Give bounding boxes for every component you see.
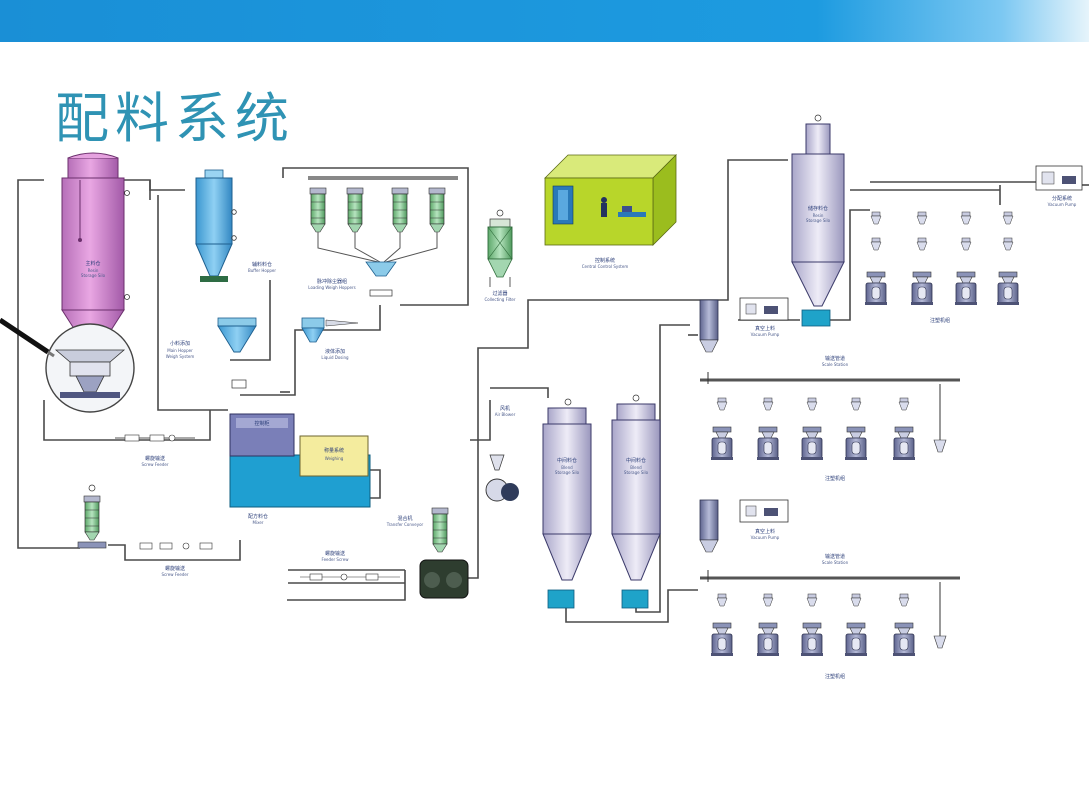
svg-text:Screw Feeder: Screw Feeder	[162, 572, 189, 577]
distribution-label: 分配系统	[1052, 195, 1072, 202]
svg-text:Storage Silo: Storage Silo	[624, 470, 649, 475]
right-silo: 储存料仓 Resin Storage Silo	[791, 114, 845, 327]
svg-text:Air Blower: Air Blower	[495, 412, 516, 417]
vertical-blower-label: 风机	[500, 405, 510, 412]
svg-text:Feeder Screw: Feeder Screw	[322, 557, 350, 562]
svg-text:Vacuum Pump: Vacuum Pump	[1048, 202, 1077, 207]
mid-silo-a: 中间料仓 Blend Storage Silo	[542, 398, 592, 609]
small-hopper-right: 液体添加 Liquid Dosing	[301, 317, 359, 360]
vacuum-unit-top: 真空上料 Vacuum Pump	[699, 297, 789, 353]
conveyor-bottom-label: 螺旋输送	[165, 565, 185, 572]
distribution-top: 分配系统 Vacuum Pump 注塑机组	[864, 165, 1083, 324]
svg-text:Scale Station: Scale Station	[822, 362, 849, 367]
svg-text:Storage Silo: Storage Silo	[806, 218, 831, 223]
svg-text:Loading Weigh Hoppers: Loading Weigh Hoppers	[308, 285, 355, 290]
svg-text:Weighing: Weighing	[325, 456, 344, 461]
blue-tank-label: 配方料仓	[248, 513, 268, 520]
vacuum-unit-bot: 真空上料 Vacuum Pump	[699, 499, 789, 553]
small-hopper-left: 小料添加 Main Hopper Weigh System	[166, 317, 257, 389]
svg-text:Weigh System: Weigh System	[166, 354, 195, 359]
machines-bot-label: 注塑机组	[825, 673, 845, 680]
vacuum-unit-top-label: 真空上料	[755, 325, 775, 332]
svg-text:Vacuum Pump: Vacuum Pump	[751, 535, 780, 540]
svg-text:Mixer: Mixer	[253, 520, 264, 525]
conveyor-left: 螺旋输送 Screw Feeder	[115, 434, 195, 467]
svg-text:Storage Silo: Storage Silo	[555, 470, 580, 475]
machine-row-bot: 输送管道 Scale Station 注塑机组	[710, 553, 947, 680]
svg-text:Liquid Dosing: Liquid Dosing	[321, 355, 349, 360]
svg-text:Blend: Blend	[561, 465, 573, 470]
svg-text:Resin: Resin	[88, 268, 99, 273]
dust-filter-label: 过滤器	[492, 290, 507, 297]
vacuum-unit-bot-label: 真空上料	[755, 528, 775, 535]
svg-text:Resin: Resin	[813, 213, 824, 218]
control-room: 控制系统 Central Control System	[544, 154, 677, 269]
manifold-mid-label: 输送管道	[825, 355, 845, 362]
pink-silo-label: 主料仓	[85, 260, 100, 267]
header-bar	[0, 0, 1089, 42]
machine-row-mid: 输送管道 Scale Station 注塑机组	[710, 355, 947, 482]
svg-text:Transfer Conveyor: Transfer Conveyor	[386, 522, 424, 527]
small-hopper-left-label: 小料添加	[170, 340, 190, 347]
blue-silo-label: 辅料料仓	[252, 261, 272, 268]
svg-text:Storage Silo: Storage Silo	[81, 273, 106, 278]
control-room-label: 控制系统	[595, 257, 615, 264]
blue-silo: 辅料料仓 Buffer Hopper	[195, 169, 276, 282]
svg-text:Buffer Hopper: Buffer Hopper	[248, 268, 276, 273]
weighing-station: 控制柜 称量系统 Weighing 配方料仓 Mixer	[229, 413, 371, 525]
mixer-label: 混合机	[397, 515, 412, 522]
feed-label: 螺旋输送	[325, 550, 345, 557]
mid-silo-b-label: 中间料仓	[626, 457, 646, 464]
right-silo-label: 储存料仓	[808, 205, 828, 212]
mixer-machine: 混合机 Transfer Conveyor 螺旋输送 Feeder Screw	[300, 507, 469, 599]
svg-text:Scale Station: Scale Station	[822, 560, 849, 565]
mid-silo-a-label: 中间料仓	[557, 457, 577, 464]
svg-text:Central Control System: Central Control System	[582, 264, 629, 269]
svg-text:Collecting Filter: Collecting Filter	[484, 297, 515, 302]
dust-filter-tower: 过滤器 Collecting Filter	[484, 209, 516, 302]
small-vacuum-left	[77, 484, 107, 549]
svg-text:Main Hopper: Main Hopper	[167, 348, 193, 353]
svg-text:Blend: Blend	[630, 465, 642, 470]
pipe-network	[17, 159, 1089, 623]
conveyor-bottom-left: 螺旋输送 Screw Feeder	[139, 542, 213, 577]
svg-text:Screw Feeder: Screw Feeder	[142, 462, 169, 467]
yellow-box-label: 称量系统	[324, 447, 344, 454]
pink-main-silo: 主料仓 Resin Storage Silo	[61, 152, 130, 339]
slide-title: 配料系统	[55, 87, 295, 150]
control-box-label: 控制柜	[254, 420, 269, 427]
cyclone-blower: 风机 Air Blower	[485, 405, 519, 502]
svg-text:Vacuum Pump: Vacuum Pump	[751, 332, 780, 337]
machines-top-label: 注塑机组	[930, 317, 950, 324]
cartridge-group: 脉冲除尘器组 Loading Weigh Hoppers	[308, 176, 458, 297]
manifold-bot-label: 输送管道	[825, 553, 845, 560]
magnifier-detail	[0, 317, 135, 413]
small-hopper-right-label: 液体添加	[325, 348, 345, 355]
conveyor-left-label: 螺旋输送	[145, 455, 165, 462]
cartridge-group-label: 脉冲除尘器组	[317, 278, 347, 285]
machines-mid-label: 注塑机组	[825, 475, 845, 482]
mid-silo-b: 中间料仓 Blend Storage Silo	[611, 394, 661, 609]
